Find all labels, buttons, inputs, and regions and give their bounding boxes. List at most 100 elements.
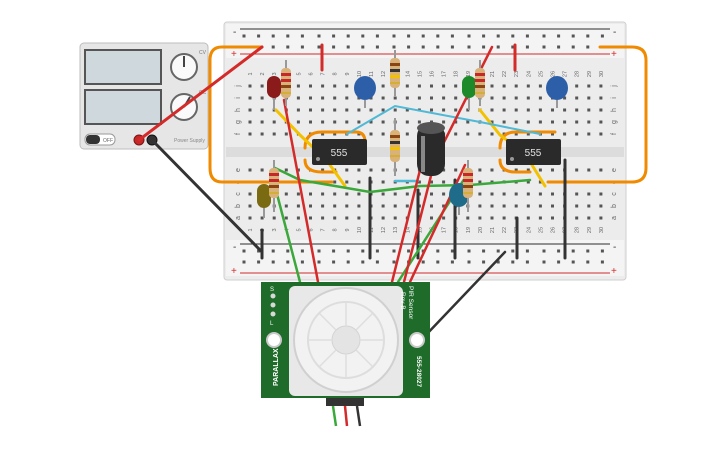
- breadboard-hole[interactable]: [392, 249, 396, 253]
- breadboard-hole[interactable]: [557, 260, 561, 264]
- breadboard-hole[interactable]: [430, 180, 433, 184]
- breadboard-hole[interactable]: [436, 249, 440, 253]
- breadboard-hole[interactable]: [361, 34, 365, 38]
- breadboard-hole[interactable]: [381, 132, 385, 136]
- breadboard-hole[interactable]: [525, 260, 529, 264]
- breadboard-hole[interactable]: [575, 120, 579, 124]
- breadboard-hole[interactable]: [392, 260, 396, 264]
- breadboard-hole[interactable]: [430, 84, 433, 88]
- breadboard-hole[interactable]: [467, 34, 471, 38]
- breadboard-hole[interactable]: [393, 204, 397, 208]
- breadboard-hole[interactable]: [392, 34, 396, 38]
- breadboard-hole[interactable]: [321, 96, 325, 100]
- breadboard-hole[interactable]: [405, 204, 409, 208]
- breadboard-hole[interactable]: [490, 132, 494, 136]
- breadboard-hole[interactable]: [369, 132, 373, 136]
- breadboard-hole[interactable]: [538, 168, 542, 172]
- breadboard-hole[interactable]: [345, 84, 349, 88]
- breadboard-hole[interactable]: [436, 260, 440, 264]
- ceramic-capacitor-2[interactable]: [546, 76, 568, 108]
- breadboard-hole[interactable]: [496, 249, 500, 253]
- breadboard-hole[interactable]: [511, 249, 515, 253]
- breadboard-hole[interactable]: [466, 120, 470, 124]
- breadboard-hole[interactable]: [321, 108, 325, 112]
- breadboard-hole[interactable]: [317, 249, 321, 253]
- breadboard-hole[interactable]: [575, 132, 579, 136]
- breadboard-hole[interactable]: [467, 45, 471, 49]
- breadboard-hole[interactable]: [557, 45, 561, 49]
- breadboard-hole[interactable]: [525, 249, 529, 253]
- breadboard-hole[interactable]: [357, 204, 361, 208]
- breadboard-hole[interactable]: [346, 34, 350, 38]
- ceramic-capacitor-1[interactable]: [354, 76, 376, 108]
- breadboard-hole[interactable]: [260, 84, 264, 88]
- breadboard-hole[interactable]: [599, 216, 603, 220]
- breadboard-hole[interactable]: [496, 45, 500, 49]
- breadboard-hole[interactable]: [260, 168, 264, 172]
- breadboard-hole[interactable]: [430, 192, 433, 196]
- breadboard-hole[interactable]: [442, 180, 446, 184]
- breadboard-hole[interactable]: [587, 84, 591, 88]
- breadboard-hole[interactable]: [538, 108, 542, 112]
- breadboard-hole[interactable]: [393, 216, 397, 220]
- breadboard-hole[interactable]: [526, 96, 530, 100]
- breadboard-hole[interactable]: [345, 120, 349, 124]
- breadboard-hole[interactable]: [375, 45, 379, 49]
- breadboard-hole[interactable]: [284, 216, 288, 220]
- breadboard-hole[interactable]: [284, 132, 288, 136]
- breadboard-hole[interactable]: [514, 120, 518, 124]
- breadboard-hole[interactable]: [309, 96, 312, 100]
- breadboard-hole[interactable]: [587, 132, 591, 136]
- breadboard-hole[interactable]: [332, 34, 336, 38]
- breadboard-hole[interactable]: [405, 132, 409, 136]
- breadboard-hole[interactable]: [575, 216, 579, 220]
- breadboard-hole[interactable]: [405, 96, 409, 100]
- breadboard-hole[interactable]: [248, 96, 252, 100]
- breadboard-hole[interactable]: [361, 260, 365, 264]
- breadboard-hole[interactable]: [357, 192, 361, 196]
- breadboard-hole[interactable]: [586, 45, 590, 49]
- breadboard-hole[interactable]: [538, 120, 542, 124]
- breadboard-hole[interactable]: [284, 192, 288, 196]
- breadboard-hole[interactable]: [587, 96, 591, 100]
- breadboard-hole[interactable]: [599, 84, 603, 88]
- breadboard-hole[interactable]: [571, 249, 575, 253]
- breadboard-hole[interactable]: [333, 204, 337, 208]
- breadboard-hole[interactable]: [575, 96, 579, 100]
- breadboard-hole[interactable]: [242, 34, 246, 38]
- breadboard-hole[interactable]: [260, 120, 264, 124]
- breadboard-hole[interactable]: [490, 204, 494, 208]
- breadboard-hole[interactable]: [321, 216, 325, 220]
- breadboard-hole[interactable]: [257, 34, 261, 38]
- breadboard-hole[interactable]: [551, 216, 554, 220]
- breadboard-hole[interactable]: [381, 180, 385, 184]
- breadboard-hole[interactable]: [271, 34, 275, 38]
- breadboard-hole[interactable]: [587, 120, 591, 124]
- breadboard-hole[interactable]: [511, 45, 515, 49]
- breadboard-hole[interactable]: [511, 34, 515, 38]
- breadboard-hole[interactable]: [296, 216, 300, 220]
- breadboard-hole[interactable]: [271, 249, 275, 253]
- breadboard-hole[interactable]: [575, 168, 579, 172]
- breadboard-hole[interactable]: [442, 96, 446, 100]
- breadboard-hole[interactable]: [357, 120, 361, 124]
- breadboard-hole[interactable]: [514, 204, 518, 208]
- breadboard-hole[interactable]: [430, 204, 433, 208]
- breadboard-hole[interactable]: [514, 168, 518, 172]
- breadboard-hole[interactable]: [538, 96, 542, 100]
- breadboard-hole[interactable]: [575, 192, 579, 196]
- breadboard-hole[interactable]: [286, 45, 290, 49]
- breadboard-hole[interactable]: [587, 204, 591, 208]
- breadboard-hole[interactable]: [538, 180, 542, 184]
- breadboard-hole[interactable]: [321, 120, 325, 124]
- breadboard-hole[interactable]: [321, 192, 325, 196]
- breadboard-hole[interactable]: [490, 216, 494, 220]
- breadboard-hole[interactable]: [260, 216, 264, 220]
- breadboard-hole[interactable]: [430, 96, 433, 100]
- breadboard-hole[interactable]: [333, 84, 337, 88]
- breadboard-hole[interactable]: [242, 249, 246, 253]
- breadboard-hole[interactable]: [332, 260, 336, 264]
- breadboard-hole[interactable]: [333, 216, 337, 220]
- breadboard-hole[interactable]: [271, 45, 275, 49]
- breadboard-hole[interactable]: [346, 45, 350, 49]
